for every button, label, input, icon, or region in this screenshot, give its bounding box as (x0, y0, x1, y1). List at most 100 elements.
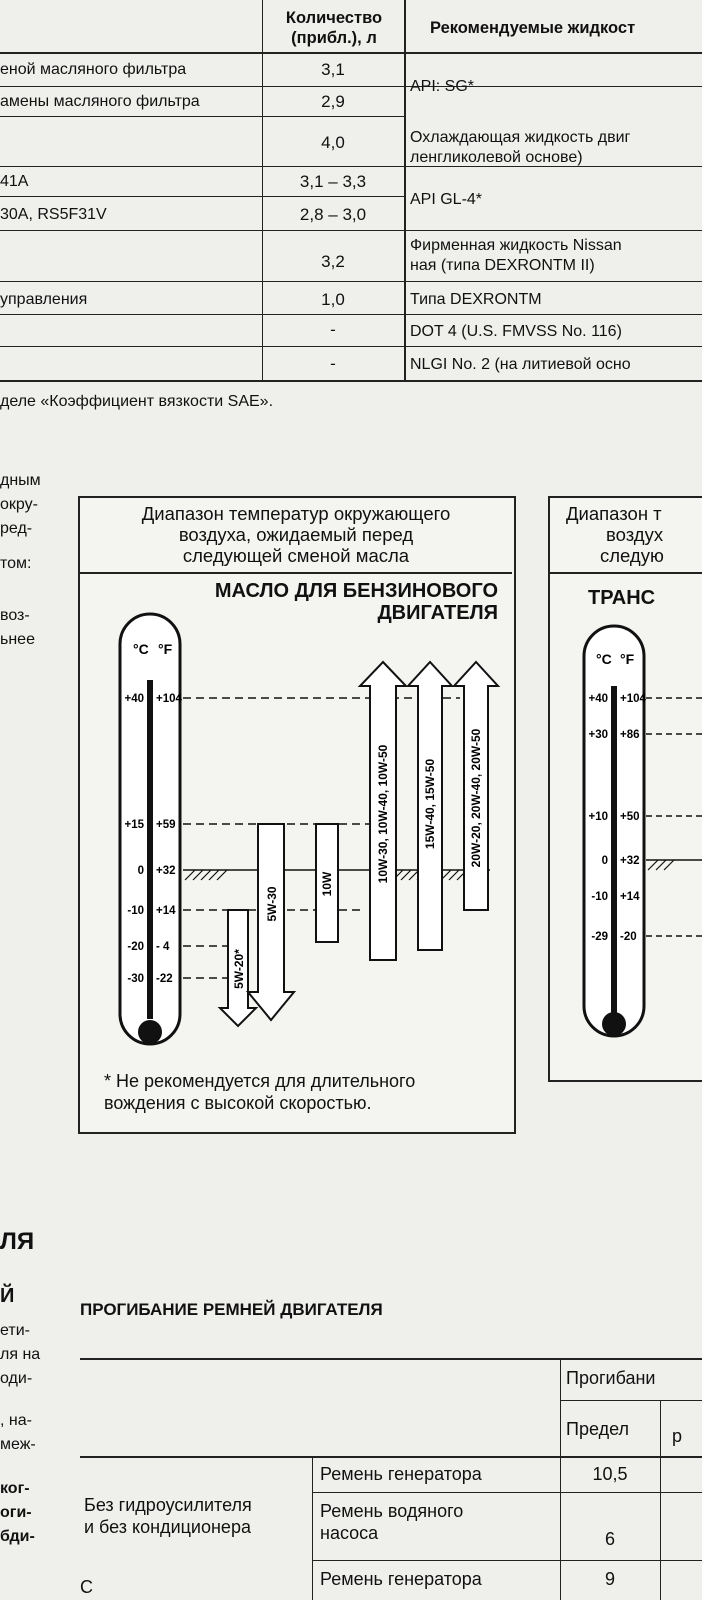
f-tick: +14 (156, 905, 176, 917)
row-name: 41A (0, 173, 29, 190)
f-tick: -22 (156, 973, 173, 985)
grade-label: 5W-20* (232, 949, 246, 989)
f-tick: +104 (620, 693, 647, 705)
belt-name: Ремень генератора (320, 1569, 482, 1589)
grade-label: 10W-30, 10W-40, 10W-50 (376, 744, 390, 883)
fahrenheit-unit: °F (620, 651, 635, 667)
f-tick: +86 (620, 729, 640, 741)
grade-arrow-20w (451, 660, 501, 911)
row-qty: 4,0 (321, 133, 345, 152)
text-fragment: ьнее (0, 631, 35, 648)
text-fragment: оди- (0, 1370, 33, 1387)
c-tick: -30 (127, 973, 144, 985)
row-qty: 2,8 – 3,0 (299, 205, 367, 224)
c-tick: +40 (588, 693, 608, 705)
belt-section-title: ПРОГИБАНИЕ РЕМНЕЙ ДВИГАТЕЛЯ (80, 1300, 383, 1319)
fluid-dexron: Типа DEXRONTM (410, 291, 542, 308)
row-name: еной масляного фильтра (0, 61, 187, 78)
text-fragment: ред- (0, 520, 33, 537)
c-tick: 0 (138, 865, 144, 877)
f-tick: - 4 (156, 941, 170, 953)
belt-name: Ремень водяного насоса (320, 1501, 464, 1543)
row-qty: 3,1 (321, 60, 345, 79)
grade-bar-10w (315, 823, 339, 943)
trans-label: ТРАНС (588, 587, 656, 609)
oil-chart-graphic: °C °F +40 +15 0 -10 -20 -30 +104 +59 +32… (118, 612, 501, 1046)
deflection-header: Прогибани (566, 1368, 656, 1388)
c-tick: +40 (124, 693, 144, 705)
celsius-unit: °C (133, 641, 149, 657)
limit-header-2: р (672, 1426, 683, 1446)
f-tick: +104 (156, 693, 183, 705)
thermometer-icon (582, 624, 646, 1038)
c-tick: +10 (588, 811, 608, 823)
oil-chart-title: Диапазон температур окружающего воздуха,… (141, 503, 451, 566)
belt-name: Ремень генератора (320, 1464, 482, 1484)
c-tick: -29 (591, 931, 608, 943)
f-tick: -20 (620, 931, 637, 943)
belt-limit: 10,5 (592, 1464, 628, 1484)
belt-group-label: Без гидроусилителя и без кондиционера (84, 1495, 252, 1537)
table-footnote: деле «Коэффициент вязкости SAE». (0, 393, 274, 410)
row-qty: 1,0 (321, 290, 345, 309)
c-tick: +15 (124, 819, 144, 831)
celsius-unit: °C (596, 651, 612, 667)
trans-chart-title: Диапазон т воздух следую (566, 503, 664, 566)
fluid-dot4: DOT 4 (U.S. FMVSS No. 116) (410, 323, 622, 340)
grade-arrow-10w (357, 660, 409, 961)
f-tick: +32 (620, 855, 640, 867)
text-fragment: окру- (0, 496, 38, 513)
text-fragment: дным (0, 472, 41, 489)
f-tick: +59 (156, 819, 176, 831)
c-tick: -10 (591, 891, 608, 903)
row-qty: - (330, 354, 336, 373)
row-qty: 3,2 (321, 252, 345, 271)
fahrenheit-unit: °F (158, 641, 173, 657)
text-fragment: ети- (0, 1322, 30, 1339)
f-tick: +14 (620, 891, 640, 903)
f-tick: +32 (156, 865, 176, 877)
grade-arrow-15w (405, 660, 455, 951)
trans-chart-graphic: °C °F +40 +30 +10 0 -10 -29 +104 +86 +50… (582, 624, 702, 1038)
oil-chart-footnote: * Не рекомендуется для длительного вожде… (104, 1071, 416, 1113)
grade-label: 15W-40, 15W-50 (423, 759, 437, 850)
row-qty: 2,9 (321, 92, 345, 111)
text-fragment: ког- (0, 1480, 30, 1497)
text-fragment: бди- (0, 1528, 35, 1545)
quantity-header: Количество (прибл.), л (285, 9, 383, 47)
section-subheading-fragment: Й (0, 1285, 15, 1307)
belt-group-label-2: С (80, 1577, 93, 1597)
fluid-nlgi: NLGI No. 2 (на литиевой осно (410, 356, 631, 373)
text-fragment: меж- (0, 1436, 36, 1453)
thermometer-icon (118, 612, 182, 1046)
row-qty: 3,1 – 3,3 (299, 172, 367, 191)
section-heading-fragment: ЛЯ (0, 1228, 35, 1255)
oil-type-label: МАСЛО ДЛЯ БЕНЗИНОВОГО ДВИГАТЕЛЯ (214, 580, 498, 624)
f-tick: +50 (620, 811, 640, 823)
fluid-api-sg: API: SG* (410, 78, 475, 95)
grade-arrow-5w20 (217, 909, 259, 1028)
row-name: управления (0, 291, 88, 308)
recommended-header: Рекомендуемые жидкост (430, 19, 636, 37)
c-tick: 0 (602, 855, 608, 867)
row-name: амены масляного фильтра (0, 93, 200, 110)
text-fragment: воз- (0, 607, 30, 624)
c-tick: -10 (127, 905, 144, 917)
fluid-coolant: Охлаждающая жидкость двиг ленгликолевой … (410, 129, 631, 166)
text-fragment: , на- (0, 1412, 32, 1429)
grade-arrow-5w30 (245, 823, 297, 1022)
row-name: 30A, RS5F31V (0, 206, 107, 223)
row-qty: - (330, 320, 336, 339)
grade-label: 5W-30 (265, 886, 279, 921)
grade-label: 10W (320, 871, 334, 896)
c-tick: +30 (588, 729, 608, 741)
text-fragment: ля на (0, 1346, 41, 1363)
limit-header: Предел (566, 1419, 629, 1439)
text-fragment: том: (0, 555, 32, 572)
c-tick: -20 (127, 941, 144, 953)
fluid-nissan: Фирменная жидкость Nissan ная (типа DEXR… (410, 237, 622, 274)
belt-limit: 6 (604, 1529, 615, 1549)
fluid-api-gl4: API GL-4* (410, 191, 483, 208)
text-fragment: оги- (0, 1504, 32, 1521)
belt-limit: 9 (604, 1569, 615, 1589)
